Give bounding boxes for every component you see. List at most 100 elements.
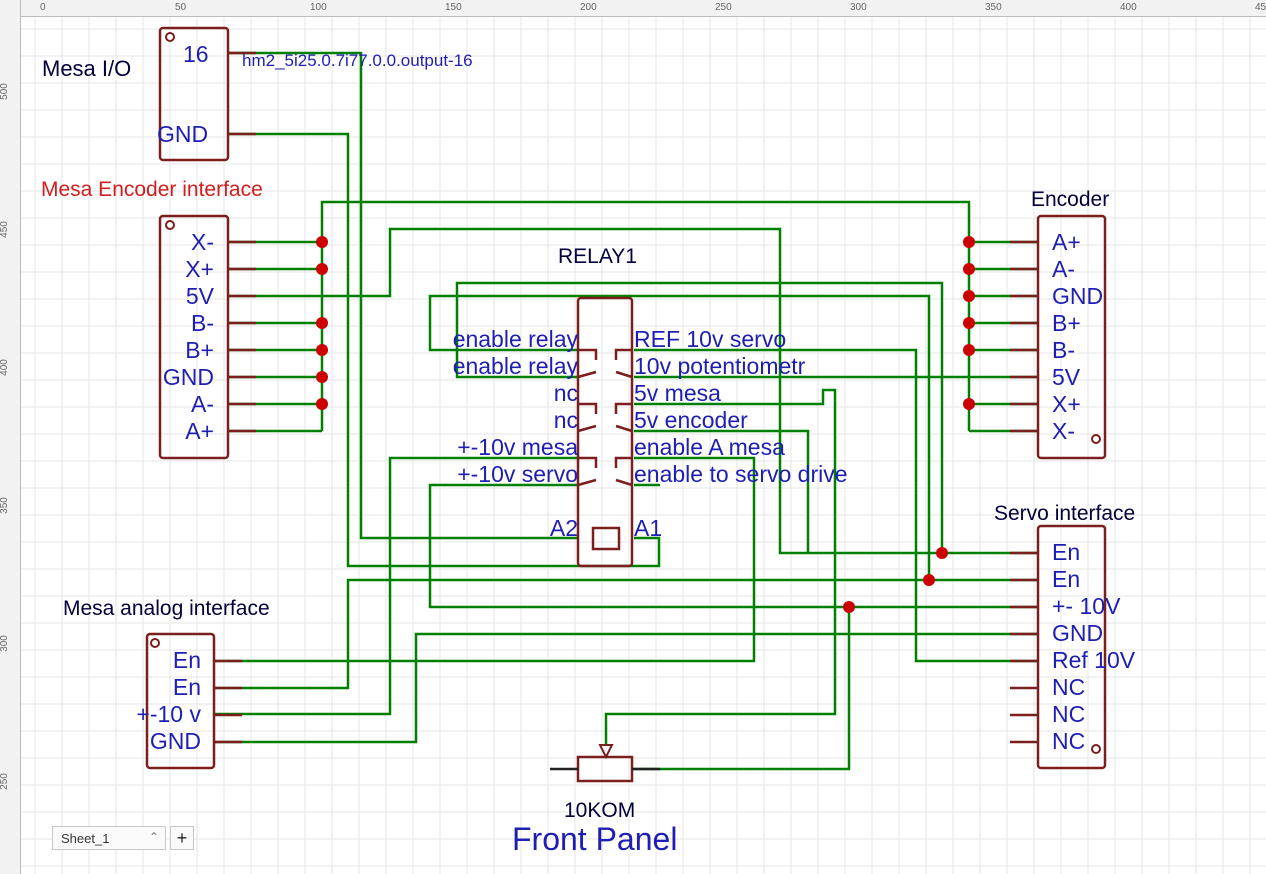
ruler-tick-label: 50 [175,2,187,13]
ruler-tick-label: 250 [0,773,10,790]
relay-right-enable-a-mesa: enable A mesa [634,434,785,460]
relay-right-5v-mesa: 5v mesa [634,380,721,406]
junction-dot [963,344,975,356]
add-sheet-button[interactable]: + [170,826,194,850]
wires [214,51,1038,771]
mesa-io-pin-16: 16 [183,41,209,67]
relay-left-10v-servo: +-10v servo [457,461,578,487]
wire [604,388,837,745]
mesa-encoder-pin-x-plus: X+ [185,256,214,282]
junctions [316,236,975,613]
pin-one-marker [165,220,175,230]
potentiometer-body [576,755,634,783]
ruler-tick-label: 350 [985,2,1002,13]
junction-dot [963,236,975,248]
junction-dot [316,398,328,410]
ruler-tick-label: 100 [310,2,327,13]
wire [214,632,1038,744]
ruler-tick-label: 0 [40,2,46,13]
relay-left-enable-relay-1: enable relay [453,326,579,352]
junction-dot [843,601,855,613]
relay-contact [578,348,598,360]
mesa-analog-pin-10v: +-10 v [136,701,201,727]
relay-coil-a2: A2 [550,515,578,541]
mesa-encoder-pin-b-minus: B- [191,310,214,336]
wire [428,483,1038,609]
servo-interface-body [1036,524,1107,770]
servo-pin-ref-10v: Ref 10V [1052,647,1136,673]
relay-coil [591,526,621,551]
mesa-analog-pin-en-2: En [173,674,201,700]
relay-contact [577,478,597,487]
junction-dot [963,263,975,275]
encoder-pin-x-minus: X- [1052,418,1075,444]
wire [632,607,851,771]
wire [455,281,944,553]
junction-dot [316,236,328,248]
junction-dot [963,290,975,302]
junction-dot [936,547,948,559]
mesa-analog-title: Mesa analog interface [63,597,270,620]
front-panel-label: Front Panel [512,821,677,857]
wire [214,456,756,663]
encoder-title: Encoder [1031,188,1109,211]
relay-right-5v-encoder: 5v encoder [634,407,748,433]
ruler-tick-label: 250 [715,2,732,13]
mesa-io-title: Mesa I/O [42,56,131,81]
relay-contact [614,348,632,360]
encoder-pin-5v: 5V [1052,364,1081,390]
mesa-analog-body [145,632,216,770]
component-bodies [145,26,1107,783]
mesa-encoder-pin-b-plus: B+ [185,337,214,363]
relay-contact [615,370,633,379]
ruler-tick-label: 400 [1120,2,1137,13]
junction-dot [316,317,328,329]
relay-right-ref-10v-servo: REF 10v servo [634,326,786,352]
relay-contact [615,424,633,433]
junction-dot [963,398,975,410]
encoder-pin-a-plus: A+ [1052,229,1081,255]
relay-contact [615,478,633,487]
mesa-analog-pin-gnd: GND [150,728,201,754]
ruler-tick-label: 45 [1255,2,1266,13]
pin-one-marker [165,32,175,42]
wire [320,200,971,431]
chevron-up-icon[interactable]: ⌃ [148,830,159,844]
ruler-tick-label: 450 [0,221,10,238]
sheet-tab[interactable]: Sheet_1 ⌃ [52,826,166,850]
junction-dot [316,344,328,356]
ruler-tick-label: 400 [0,359,10,376]
servo-title: Servo interface [994,502,1135,525]
pin-one-marker [1091,434,1101,444]
relay-left-nc-1: nc [554,380,578,406]
potentiometer-wiper-arrow [598,744,614,760]
junction-dot [923,574,935,586]
pin-one-marker [150,638,160,648]
sheet-tab-label: Sheet_1 [61,831,110,846]
relay-contact [578,456,598,468]
mesa-io-body [158,26,230,162]
ruler-tick-label: 300 [850,2,867,13]
wire [228,227,1038,555]
relay-contact [614,456,632,468]
pin-one-marker [1091,744,1101,754]
relay-left-nc-2: nc [554,407,578,433]
encoder-pin-b-plus: B+ [1052,310,1081,336]
relay-right-10v-potentiometr: 10v potentiometr [634,353,806,379]
wire [214,578,1038,690]
relay-contact [578,402,598,414]
servo-pin-nc-1: NC [1052,674,1085,700]
wire [214,456,578,716]
mesa-encoder-title: Mesa Encoder interface [41,178,263,201]
servo-pin-en-1: En [1052,539,1080,565]
mesa-encoder-pin-x-minus: X- [191,229,214,255]
mesa-io-pin-gnd: GND [157,121,208,147]
ruler-tick-label: 500 [0,83,10,100]
mesa-encoder-body [158,214,230,460]
mesa-encoder-pin-gnd: GND [163,364,214,390]
wire [228,132,661,568]
ruler-tick-label: 150 [445,2,462,13]
relay-coil-a1: A1 [634,515,662,541]
